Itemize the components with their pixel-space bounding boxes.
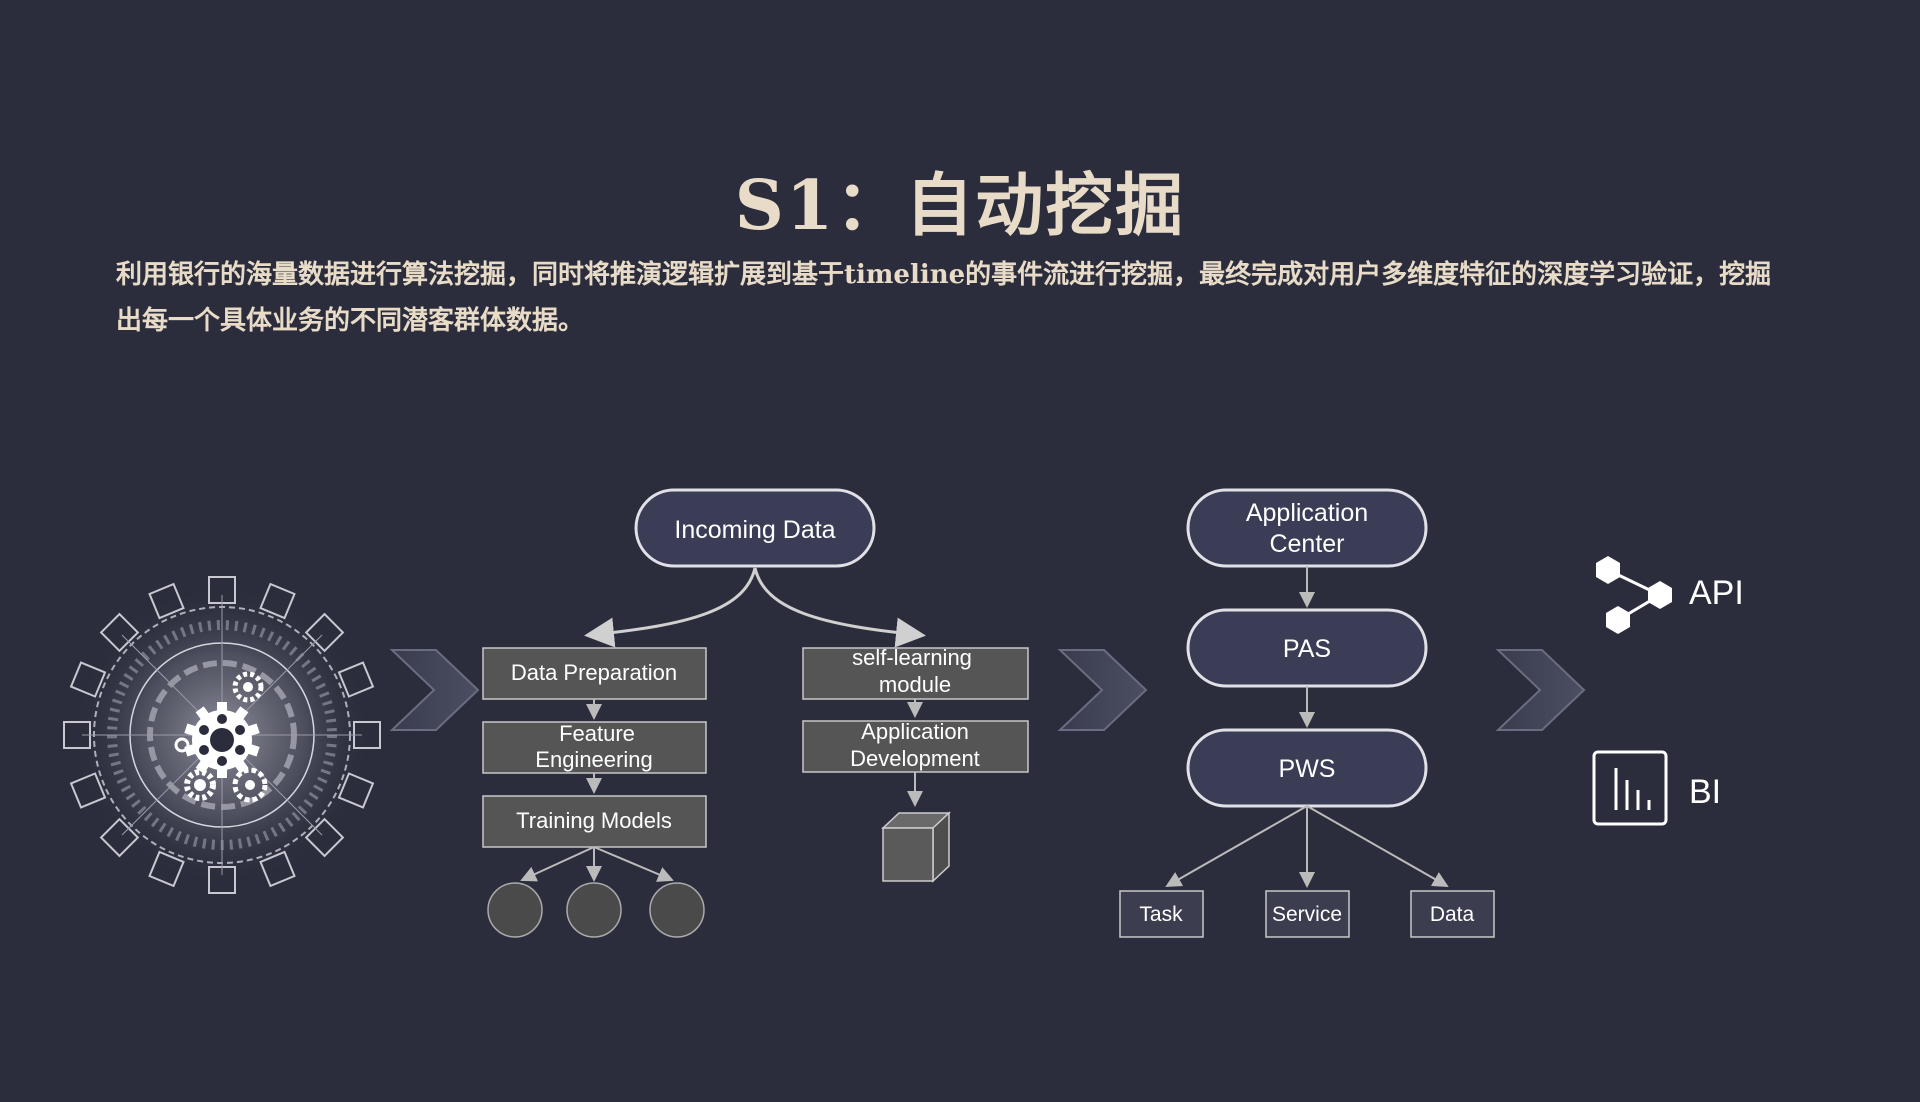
- box-training-models: Training Models: [516, 808, 672, 833]
- model-circle: [487, 882, 543, 938]
- svg-text:Engineering: Engineering: [535, 747, 652, 772]
- svg-text:Application: Application: [1246, 499, 1368, 527]
- slide-title: S1：自动挖掘: [734, 166, 1186, 246]
- output-service: Service: [1272, 903, 1342, 926]
- chevron-arrow-3: [1495, 649, 1586, 731]
- svg-text:Application: Application: [861, 719, 969, 744]
- platform-stack: Application Center PAS PWS Task Service …: [1119, 488, 1495, 938]
- api-label: API: [1689, 574, 1744, 612]
- cube-icon: [881, 811, 951, 883]
- split-arrow-left: [584, 567, 757, 648]
- bi-output: BI: [1592, 750, 1721, 826]
- svg-text:module: module: [879, 672, 951, 697]
- slide-description: 利用银行的海量数据进行算法挖掘，同时将推演逻辑扩展到基于timeline的事件流…: [116, 260, 1772, 336]
- bi-label: BI: [1689, 773, 1721, 811]
- right-branch: self-learning module Application Develop…: [802, 645, 1029, 883]
- svg-text:Feature: Feature: [559, 721, 635, 746]
- box-data-preparation: Data Preparation: [511, 660, 677, 685]
- bar-chart-icon: [1592, 750, 1668, 826]
- model-circle: [566, 882, 622, 938]
- incoming-data-node: Incoming Data: [634, 488, 876, 568]
- svg-text:Development: Development: [850, 746, 980, 771]
- chevron-arrow-2: [1057, 649, 1148, 731]
- output-data: Data: [1430, 903, 1475, 926]
- tech-gear-icon: [63, 576, 381, 894]
- model-circle: [649, 882, 705, 938]
- node-pas: PAS: [1283, 635, 1331, 663]
- chevron-arrow-1: [389, 649, 480, 731]
- svg-text:Center: Center: [1269, 530, 1344, 558]
- output-task: Task: [1139, 903, 1183, 926]
- svg-text:self-learning: self-learning: [852, 645, 972, 670]
- node-pws: PWS: [1279, 755, 1336, 783]
- svg-text:Incoming Data: Incoming Data: [674, 516, 835, 544]
- split-arrow-right: [753, 567, 926, 648]
- hexagon-network-icon: [1596, 556, 1672, 634]
- left-branch: Data Preparation Feature Engineering Tra…: [482, 647, 707, 938]
- api-output: API: [1596, 556, 1744, 634]
